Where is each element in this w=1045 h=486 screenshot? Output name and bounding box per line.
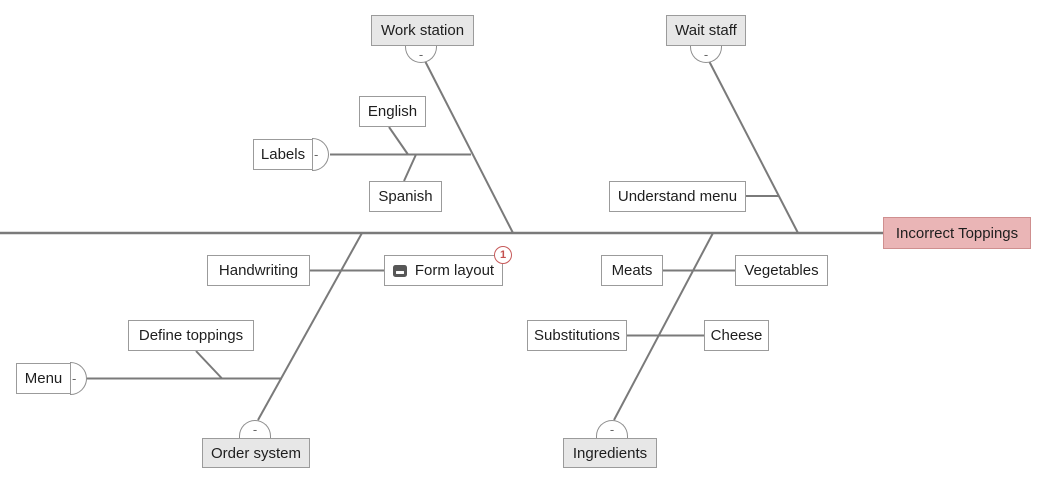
cause-label: Cheese [710, 327, 763, 344]
comment-icon [392, 264, 407, 277]
minus-icon: - [252, 422, 258, 437]
minus-icon: - [314, 147, 319, 162]
effect-label: Incorrect Toppings [895, 224, 1019, 242]
cause-box-cheese[interactable]: Cheese [704, 320, 769, 351]
effect-box-incorrect-toppings[interactable]: Incorrect Toppings [883, 217, 1031, 249]
minus-icon: - [609, 422, 615, 437]
category-label: Order system [210, 444, 301, 462]
category-label: Work station [380, 22, 465, 39]
cause-label: Substitutions [534, 327, 620, 344]
cause-box-spanish[interactable]: Spanish [369, 181, 442, 212]
cause-label: Form layout [414, 262, 495, 279]
category-label: Ingredients [572, 444, 648, 462]
cause-label: Understand menu [617, 188, 738, 205]
cause-label: Handwriting [218, 262, 299, 279]
cause-label: Meats [611, 262, 653, 279]
branch-line-wait-staff[interactable] [708, 60, 799, 234]
category-box-ingredients[interactable]: Ingredients [563, 438, 657, 468]
minus-icon: - [72, 371, 77, 386]
branch-line-order-system[interactable] [257, 232, 363, 421]
branch-line-ingredients[interactable] [613, 232, 714, 421]
cause-box-english[interactable]: English [359, 96, 426, 127]
connector-spanish[interactable] [403, 154, 417, 182]
cause-box-understand-menu[interactable]: Understand menu [609, 181, 746, 212]
category-box-order-system[interactable]: Order system [202, 438, 310, 468]
cause-box-handwriting[interactable]: Handwriting [207, 255, 310, 286]
cause-box-vegetables[interactable]: Vegetables [735, 255, 828, 286]
cause-label: Menu [24, 370, 63, 387]
cause-label: Define toppings [138, 327, 244, 344]
cause-label: Vegetables [744, 262, 819, 279]
cause-box-labels[interactable]: Labels [253, 139, 313, 170]
branch-line-work-station[interactable] [424, 60, 514, 234]
cause-box-substitutions[interactable]: Substitutions [527, 320, 627, 351]
minus-icon: - [703, 46, 709, 62]
cause-label: Spanish [378, 188, 433, 205]
issue-count-badge[interactable]: 1 [494, 246, 512, 264]
category-box-work-station[interactable]: Work station [371, 15, 474, 46]
cause-box-menu[interactable]: Menu [16, 363, 71, 394]
category-label: Wait staff [675, 22, 737, 39]
cause-box-form-layout[interactable]: Form layout [384, 255, 503, 286]
minus-icon: - [418, 46, 424, 62]
cause-label: English [367, 103, 418, 120]
connector-define-toppings[interactable] [195, 350, 223, 380]
cause-box-define-toppings[interactable]: Define toppings [128, 320, 254, 351]
category-box-wait-staff[interactable]: Wait staff [666, 15, 746, 46]
issue-count: 1 [499, 249, 507, 261]
connector-english[interactable] [388, 126, 409, 156]
cause-label: Labels [260, 146, 306, 163]
cause-box-meats[interactable]: Meats [601, 255, 663, 286]
